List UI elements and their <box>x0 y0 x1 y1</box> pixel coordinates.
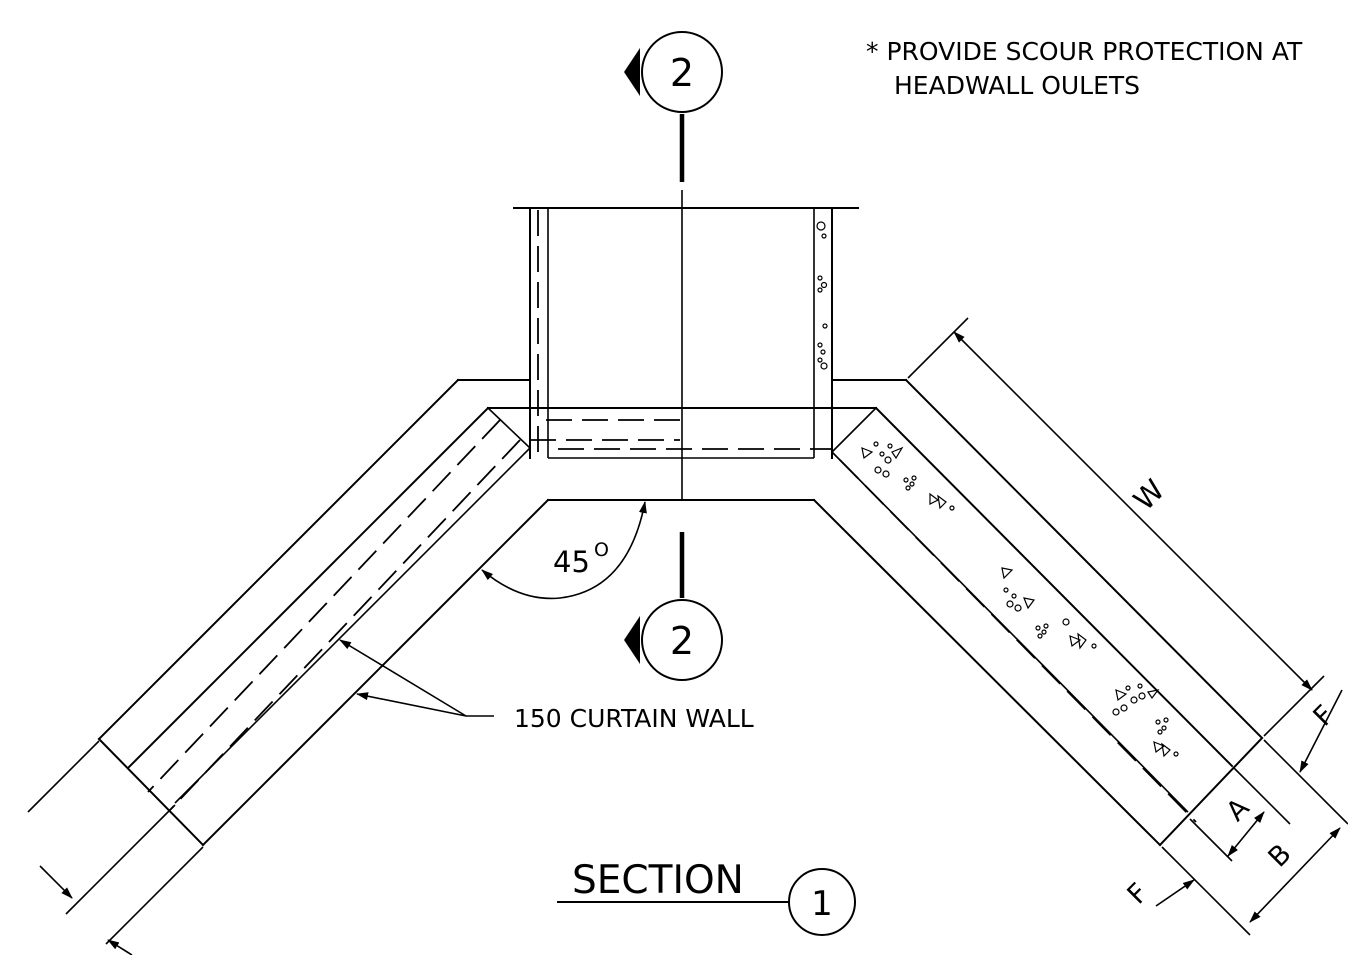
f-upper-label: F <box>1308 700 1341 733</box>
left-wing-hidden-2 <box>169 439 521 811</box>
a-dimension-line <box>1227 811 1265 857</box>
scour-protection-note: * PROVIDE SCOUR PROTECTION AT HEADWALL O… <box>866 37 1303 100</box>
left-wing-end <box>97 737 205 847</box>
section-marker-bottom-label: 2 <box>670 619 694 663</box>
section-title-text: SECTION <box>572 858 744 903</box>
note-line-2: HEADWALL OULETS <box>894 71 1140 100</box>
headwall <box>97 378 1264 847</box>
pipe-aggregate-hatch <box>816 221 828 370</box>
a-label: A <box>1220 792 1255 827</box>
pipe-channel <box>513 207 859 459</box>
angle-arc <box>481 501 647 600</box>
section-marker-bottom-circle <box>641 599 723 681</box>
b-dimension-line <box>1249 827 1341 923</box>
section-marker-top-circle <box>641 31 723 113</box>
angle-degree-symbol: O <box>594 539 609 561</box>
w-dimension: W <box>907 317 1325 737</box>
curtain-wall-label: 150 CURTAIN WALL <box>514 704 754 733</box>
left-wing-outer <box>97 378 460 741</box>
section-marker-bottom: 2 <box>624 532 723 681</box>
right-wing-hidden <box>839 459 1197 823</box>
section-arrow-bottom-icon <box>624 616 640 664</box>
section-arrow-top-icon <box>624 48 640 96</box>
angle-value: 45 <box>553 545 590 579</box>
f-upper-dimension-line <box>1299 689 1343 773</box>
w-dimension-line <box>953 331 1313 691</box>
left-wing-mid <box>127 406 490 769</box>
right-wing-outer <box>904 378 1264 740</box>
section-number: 1 <box>811 884 833 924</box>
f-lower-label: F <box>1122 878 1155 911</box>
left-wing-hidden-1 <box>147 419 501 793</box>
note-line-1: * PROVIDE SCOUR PROTECTION AT <box>866 37 1303 66</box>
b-label: B <box>1262 838 1297 873</box>
right-wing-end <box>1158 736 1264 847</box>
section-title: SECTION 1 <box>557 858 856 936</box>
left-end-dimension <box>27 740 204 955</box>
section-number-circle <box>788 868 856 936</box>
left-wing-inner-a <box>174 447 531 804</box>
angle-annotation: 45 O <box>481 501 647 600</box>
curtain-wall-callout: 150 CURTAIN WALL <box>339 639 754 733</box>
end-dimensions: F A B F <box>1122 689 1348 936</box>
right-wing-mid <box>874 406 1234 768</box>
f-lower-dimension-line <box>1155 879 1195 907</box>
section-marker-top: 2 <box>624 31 723 182</box>
section-marker-top-label: 2 <box>670 51 694 95</box>
right-wing-inner-b <box>812 498 1162 847</box>
